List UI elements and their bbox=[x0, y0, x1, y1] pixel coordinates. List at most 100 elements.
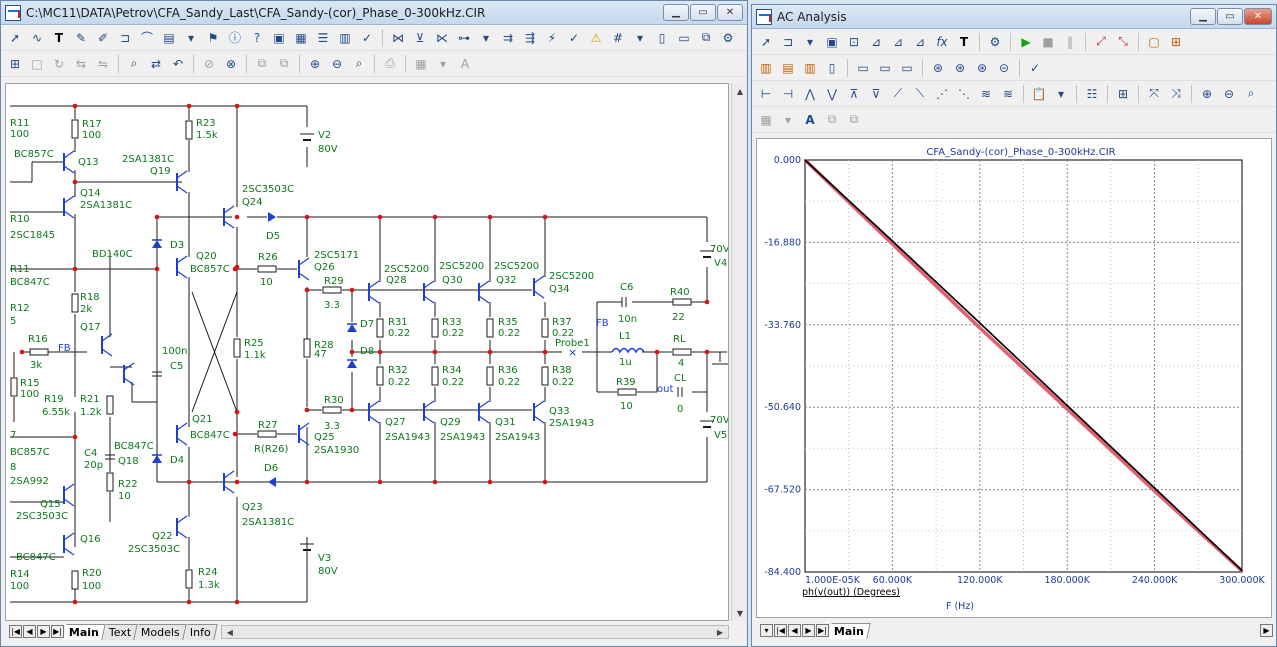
analysis-text-icon[interactable]: T bbox=[959, 34, 969, 49]
analysis-paste-icon[interactable]: ⧉ bbox=[849, 112, 859, 126]
currents-icon[interactable]: ⇉ bbox=[502, 30, 514, 45]
stepping2-icon[interactable]: ⤡ bbox=[1118, 34, 1128, 48]
select-arrow-icon[interactable]: ➚ bbox=[9, 30, 21, 45]
flag-icon[interactable]: ⚑ bbox=[207, 30, 219, 45]
scale-icon[interactable]: ▣ bbox=[826, 34, 838, 49]
stepping-icon[interactable]: ⤢ bbox=[1096, 34, 1106, 48]
brush-icon[interactable]: ✐ bbox=[97, 30, 109, 45]
peak-icon[interactable]: ⋀ bbox=[805, 86, 815, 101]
analysis-close-button[interactable]: ✕ bbox=[1244, 8, 1272, 25]
align-icon[interactable]: ⊞ bbox=[9, 56, 21, 71]
copy-icon[interactable]: ⧉ bbox=[257, 56, 267, 70]
grid-toggle-icon[interactable]: # bbox=[612, 30, 624, 45]
list-icon[interactable]: ☰ bbox=[317, 30, 329, 45]
font-icon[interactable]: A bbox=[460, 56, 470, 71]
cancel-icon[interactable]: ⊗ bbox=[225, 56, 237, 71]
rotate-icon[interactable]: ↻ bbox=[53, 56, 65, 71]
last-page-icon[interactable]: ▶| bbox=[51, 625, 64, 638]
first-page-icon[interactable]: |◀ bbox=[9, 625, 22, 638]
print-icon[interactable]: ⎙ bbox=[385, 56, 395, 70]
grid2-icon[interactable]: ▥ bbox=[339, 30, 351, 45]
replace-icon[interactable]: ⇄ bbox=[150, 56, 162, 71]
prev-page-icon[interactable]: ◀ bbox=[23, 625, 36, 638]
analysis-grid-menu-icon[interactable]: ▦ bbox=[760, 112, 772, 127]
maximize-button[interactable]: ▭ bbox=[690, 4, 716, 21]
analysis-maximize-button[interactable]: ▭ bbox=[1217, 8, 1243, 25]
tag-icon[interactable]: ⊿ bbox=[870, 34, 882, 49]
analysis-component-icon[interactable]: ⊐ bbox=[782, 34, 794, 49]
component-icon[interactable]: ⊐ bbox=[119, 30, 131, 45]
analysis-select-icon[interactable]: ➚ bbox=[760, 34, 772, 49]
pin-names-icon[interactable]: ⋉ bbox=[436, 30, 448, 45]
window-icon[interactable]: ⧉ bbox=[701, 30, 711, 44]
power-icon[interactable]: ⇶ bbox=[524, 30, 536, 45]
stop-run-icon[interactable]: ■ bbox=[1042, 34, 1054, 49]
schematic-horizontal-scrollbar[interactable]: ◀ ▶ bbox=[220, 625, 729, 639]
zoom-box-icon[interactable]: ⊡ bbox=[848, 34, 860, 49]
warning-icon[interactable]: ⚠ bbox=[590, 30, 602, 45]
horizontal-icon[interactable]: ▭ bbox=[857, 60, 869, 75]
limits2-icon[interactable]: ⊞ bbox=[1170, 34, 1182, 49]
schematic-vertical-scrollbar[interactable]: ▲ ▼ bbox=[731, 83, 747, 621]
tab-models[interactable]: Models bbox=[135, 624, 187, 640]
zoom-fit-icon[interactable]: ⌕ bbox=[355, 56, 363, 70]
cursor-right-icon[interactable]: ⊣ bbox=[782, 86, 794, 101]
schematic-titlebar[interactable]: C:\MC11\DATA\Petrov\CFA_Sandy_Last\CFA_S… bbox=[1, 1, 747, 25]
next-page-icon[interactable]: ▶ bbox=[37, 625, 50, 638]
stop-icon[interactable]: ⊘ bbox=[203, 56, 215, 71]
analysis-zoom-fit-icon[interactable]: ⌕ bbox=[1247, 86, 1255, 100]
dropdown-arrow-4-icon[interactable]: ▾ bbox=[439, 56, 447, 71]
zoom-in-icon[interactable]: ⊕ bbox=[309, 56, 321, 71]
dropdown-arrow-2-icon[interactable]: ▾ bbox=[482, 30, 490, 45]
analysis-font-icon[interactable]: A bbox=[805, 112, 815, 127]
tab-main[interactable]: Main bbox=[63, 624, 106, 640]
condition-icon[interactable]: ⚡ bbox=[547, 30, 557, 45]
inflection-icon[interactable]: ⟋ bbox=[893, 86, 903, 100]
vertical-icon[interactable]: ▭ bbox=[879, 60, 891, 75]
schematic-diagram[interactable]: ⨯R11100BC857CR102SC1845R11BC847CR125R163… bbox=[6, 84, 730, 620]
node-numbers-icon[interactable]: ⋈ bbox=[392, 30, 404, 45]
analysis-next-page-icon[interactable]: ▶ bbox=[802, 624, 815, 637]
plot-layout-icon[interactable]: ▥ bbox=[760, 60, 772, 75]
scroll-left-arrow-icon[interactable]: ◀ bbox=[226, 627, 233, 637]
clipboard-dropdown-icon[interactable]: ▾ bbox=[1057, 86, 1065, 101]
analysis-check-icon[interactable]: ✓ bbox=[1029, 60, 1041, 75]
box-icon[interactable]: □ bbox=[31, 56, 43, 71]
pen-icon[interactable]: ✎ bbox=[75, 30, 87, 45]
settings-icon[interactable]: ⚙ bbox=[722, 30, 734, 45]
help-icon[interactable]: ? bbox=[253, 30, 261, 45]
page-icon[interactable]: ▯ bbox=[658, 30, 666, 45]
page2-icon[interactable]: ▭ bbox=[678, 30, 690, 45]
zoom-out-icon[interactable]: ⊖ bbox=[331, 56, 343, 71]
grid-icon[interactable]: ▦ bbox=[295, 30, 307, 45]
analysis-zoom-in-icon[interactable]: ⊕ bbox=[1201, 86, 1213, 101]
dropdown-arrow-3-icon[interactable]: ▾ bbox=[636, 30, 644, 45]
grid-menu-icon[interactable]: ▦ bbox=[415, 56, 427, 71]
pause-icon[interactable]: ‖ bbox=[1067, 34, 1073, 49]
clipboard-icon[interactable]: 📋 bbox=[1031, 86, 1047, 101]
analysis-zoom-out-icon[interactable]: ⊖ bbox=[1223, 86, 1235, 101]
slope-icon[interactable]: ≋ bbox=[1002, 86, 1014, 101]
high-icon[interactable]: ⊼ bbox=[849, 86, 859, 101]
pin-connection-icon[interactable]: ⊶ bbox=[458, 30, 470, 45]
cursor-zoom4-icon[interactable]: ⊝ bbox=[998, 60, 1010, 75]
close-button[interactable]: ✕ bbox=[717, 4, 743, 21]
overlay-icon[interactable]: ▭ bbox=[901, 60, 913, 75]
analysis-dropdown-icon[interactable]: ▾ bbox=[806, 34, 814, 49]
analysis-last-page-icon[interactable]: ▶| bbox=[816, 624, 829, 637]
text-tool-icon[interactable]: T bbox=[54, 30, 64, 45]
plot-canvas[interactable]: CFA_Sandy-(cor)_Phase_0-300kHz.CIR ph(v(… bbox=[756, 138, 1272, 618]
analysis-properties-icon[interactable]: ⚙ bbox=[989, 34, 1001, 49]
data-table-icon[interactable]: ☷ bbox=[1086, 86, 1098, 101]
wire-icon[interactable]: ∿ bbox=[31, 30, 43, 45]
global-low-icon[interactable]: ⋰ bbox=[936, 86, 948, 101]
tag3-icon[interactable]: ⊿ bbox=[914, 34, 926, 49]
run-icon[interactable]: ▶ bbox=[1021, 34, 1031, 49]
low-icon[interactable]: ⊽ bbox=[871, 86, 881, 101]
numeric-output-icon[interactable]: ⊞ bbox=[1117, 86, 1129, 101]
top-icon[interactable]: ⋱ bbox=[958, 86, 970, 101]
plot-layout4-icon[interactable]: ▯ bbox=[828, 60, 836, 75]
tab-text[interactable]: Text bbox=[103, 624, 138, 640]
find-icon[interactable]: ⌕ bbox=[130, 56, 138, 70]
analysis-minimize-button[interactable]: ▁ bbox=[1190, 8, 1216, 25]
